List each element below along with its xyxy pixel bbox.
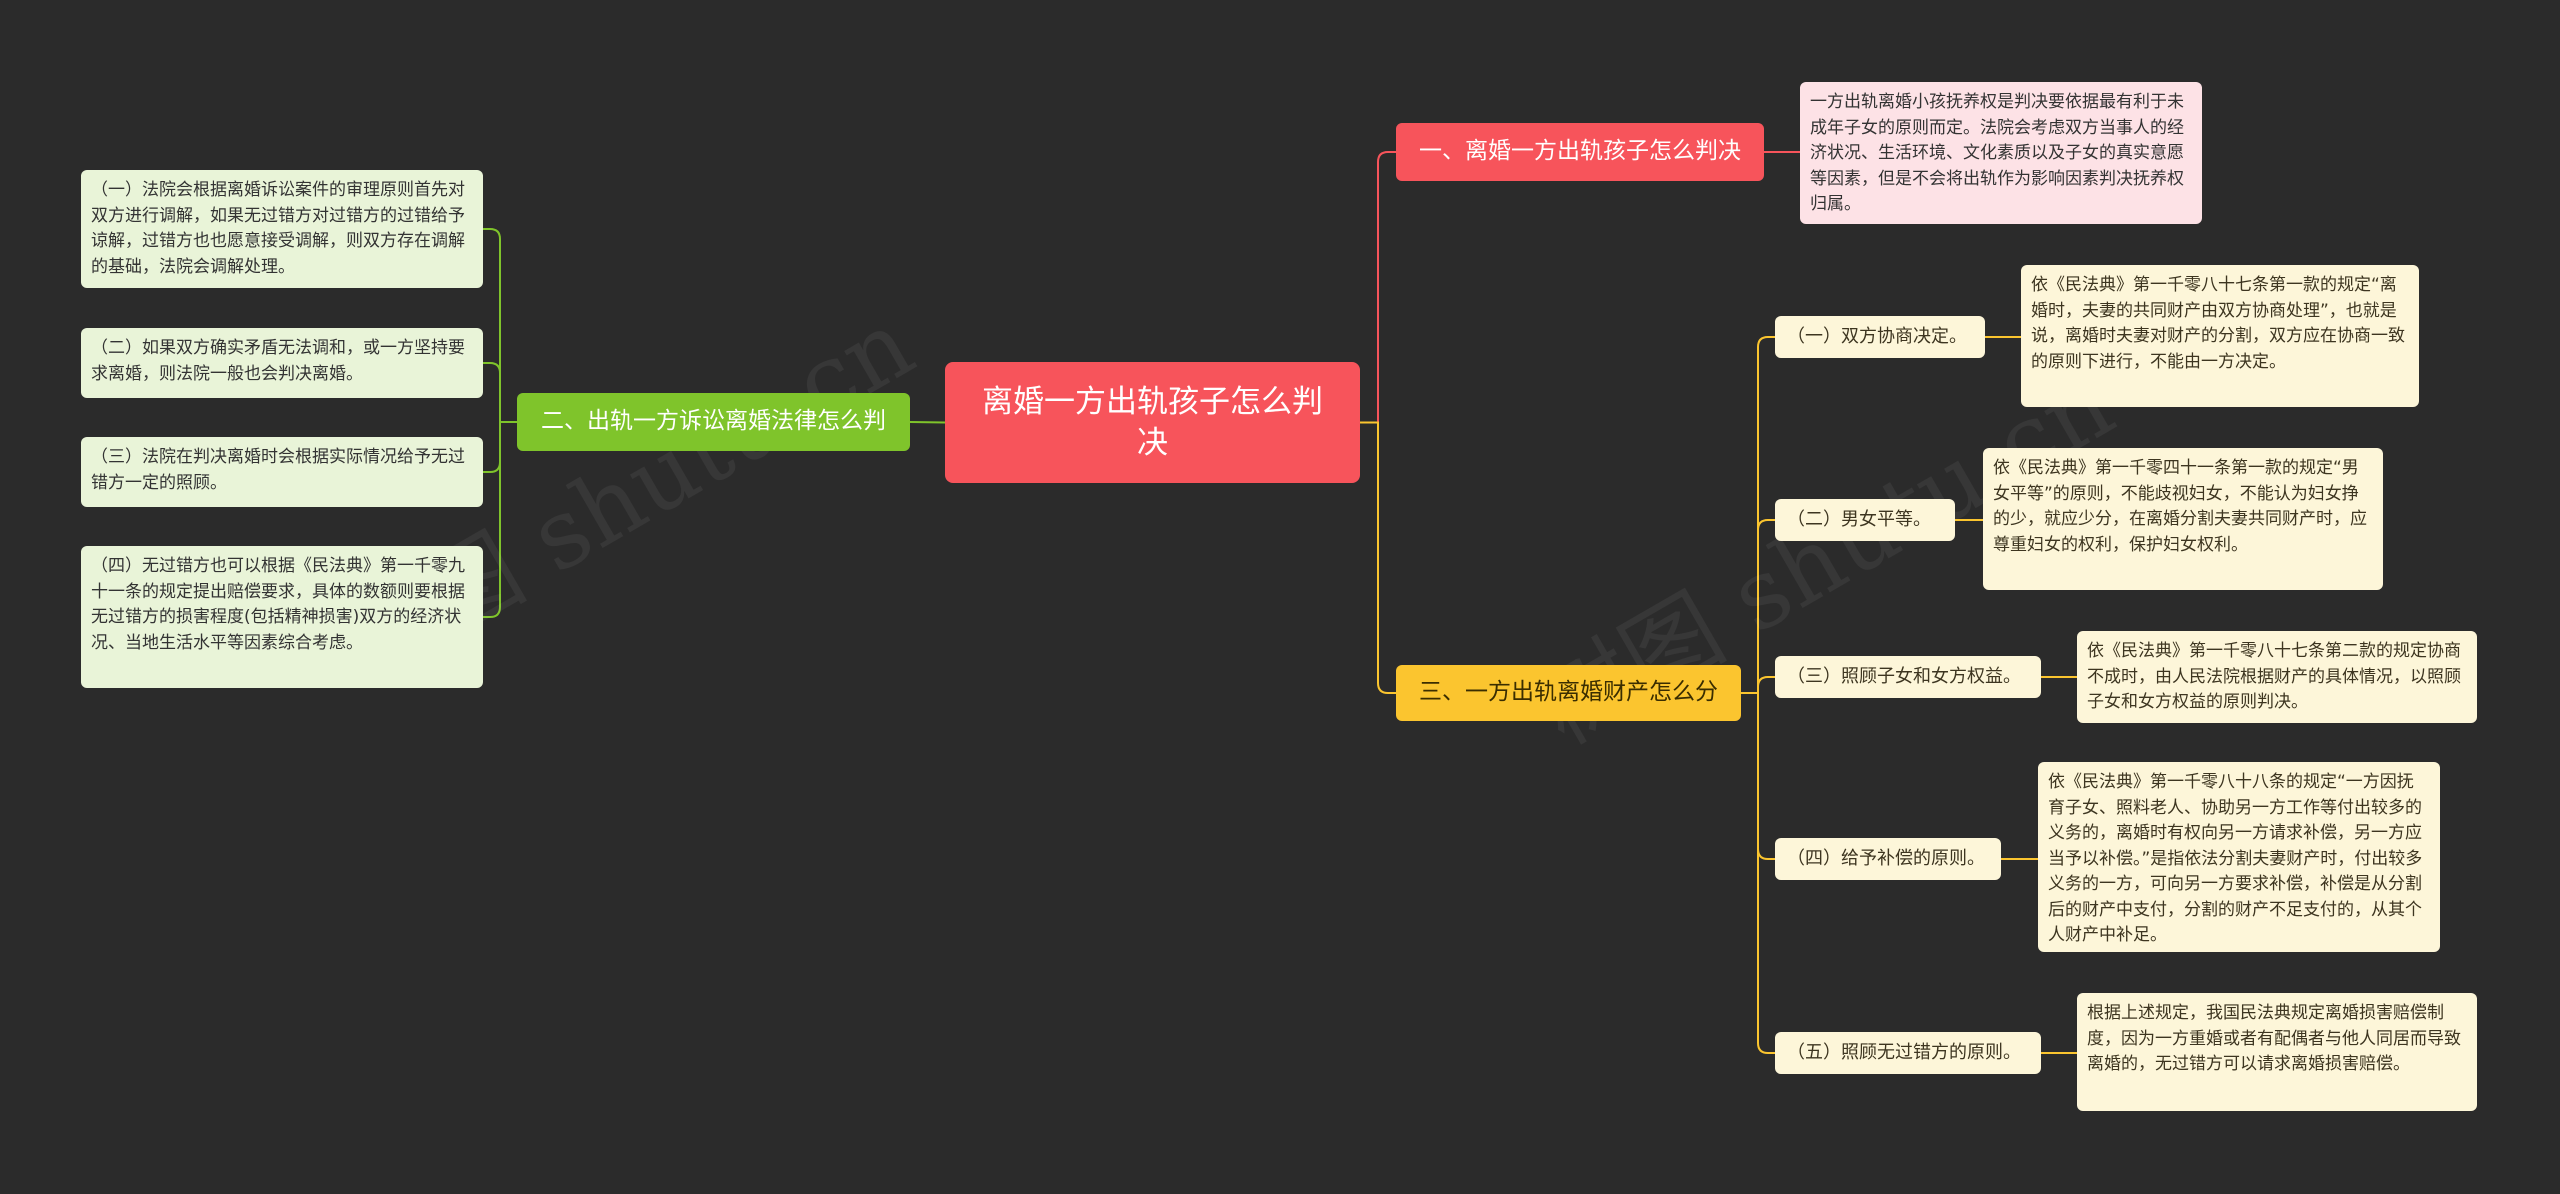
branch-3-sub-2-detail-text: 依《民法典》第一千零四十一条第一款的规定“男女平等”的原则，不能歧视妇女，不能认… [1993, 458, 2367, 555]
branch-3-sub-2-label: （二）男女平等。 [1787, 509, 1931, 531]
branch-2-item-1-text: （一）法院会根据离婚诉讼案件的审理原则首先对双方进行调解，如果无过错方对过错方的… [91, 180, 465, 277]
branch-topic-2[interactable]: 二、出轨一方诉讼离婚法律怎么判 [517, 393, 910, 451]
branch-2-item-3[interactable]: （三）法院在判决离婚时会根据实际情况给予无过错方一定的照顾。 [81, 437, 483, 507]
link-b2-item-2 [483, 362, 517, 423]
branch-3-sub-1[interactable]: （一）双方协商决定。 [1775, 316, 1985, 358]
branch-3-sub-5[interactable]: （五）照顾无过错方的原则。 [1775, 1032, 2041, 1074]
branch-3-sub-3-label: （三）照顾子女和女方权益。 [1787, 666, 2021, 688]
branch-2-item-4[interactable]: （四）无过错方也可以根据《民法典》第一千零九十一条的规定提出赔偿要求，具体的数额… [81, 546, 483, 688]
branch-3-sub-4-label: （四）给予补偿的原则。 [1787, 848, 1985, 870]
root-topic[interactable]: 离婚一方出轨孩子怎么判决 [945, 362, 1360, 483]
branch-topic-1-label: 一、离婚一方出轨孩子怎么判决 [1419, 138, 1741, 165]
link-root-b1 [1360, 151, 1396, 424]
branch-3-sub-5-detail-text: 根据上述规定，我国民法典规定离婚损害赔偿制度，因为一方重婚或者有配偶者与他人同居… [2087, 1003, 2461, 1074]
link-root-b3 [1360, 421, 1396, 694]
link-b2-item-1 [483, 228, 517, 423]
branch-3-sub-4-detail[interactable]: 依《民法典》第一千零八十八条的规定“一方因抚育子女、照料老人、协助另一方工作等付… [2038, 762, 2440, 952]
branch-3-sub-1-detail[interactable]: 依《民法典》第一千零八十七条第一款的规定“离婚时，夫妻的共同财产由双方协商处理”… [2021, 265, 2419, 407]
link-b3-sub-3 [1741, 676, 1775, 694]
branch-1-detail[interactable]: 一方出轨离婚小孩抚养权是判决要依据最有利于未成年子女的原则而定。法院会考虑双方当… [1800, 82, 2202, 224]
branch-3-sub-2-detail[interactable]: 依《民法典》第一千零四十一条第一款的规定“男女平等”的原则，不能歧视妇女，不能认… [1983, 448, 2383, 590]
branch-topic-1[interactable]: 一、离婚一方出轨孩子怎么判决 [1396, 123, 1764, 181]
root-topic-label: 离婚一方出轨孩子怎么判决 [982, 384, 1323, 461]
branch-2-item-3-text: （三）法院在判决离婚时会根据实际情况给予无过错方一定的照顾。 [91, 447, 465, 493]
link-root-b2 [909, 421, 946, 424]
branch-1-detail-text: 一方出轨离婚小孩抚养权是判决要依据最有利于未成年子女的原则而定。法院会考虑双方当… [1810, 92, 2184, 214]
branch-3-sub-2[interactable]: （二）男女平等。 [1775, 499, 1955, 541]
branch-2-item-2-text: （二）如果双方确实矛盾无法调和，或一方坚持要求离婚，则法院一般也会判决离婚。 [91, 338, 465, 384]
branch-3-sub-4-detail-text: 依《民法典》第一千零八十八条的规定“一方因抚育子女、照料老人、协助另一方工作等付… [2048, 772, 2423, 945]
link-b3-sub-5 [1741, 692, 1775, 1054]
branch-3-sub-5-detail[interactable]: 根据上述规定，我国民法典规定离婚损害赔偿制度，因为一方重婚或者有配偶者与他人同居… [2077, 993, 2477, 1111]
branch-3-sub-4[interactable]: （四）给予补偿的原则。 [1775, 838, 2001, 880]
branch-2-item-4-text: （四）无过错方也可以根据《民法典》第一千零九十一条的规定提出赔偿要求，具体的数额… [91, 556, 465, 653]
branch-topic-2-label: 二、出轨一方诉讼离婚法律怎么判 [541, 408, 886, 435]
branch-3-sub-3-detail-text: 依《民法典》第一千零八十七条第二款的规定协商不成时，由人民法院根据财产的具体情况… [2087, 641, 2461, 712]
branch-3-sub-1-detail-text: 依《民法典》第一千零八十七条第一款的规定“离婚时，夫妻的共同财产由双方协商处理”… [2031, 275, 2405, 372]
branch-topic-3-label: 三、一方出轨离婚财产怎么分 [1419, 679, 1718, 706]
link-b3-sub-2 [1741, 519, 1775, 694]
branch-2-item-1[interactable]: （一）法院会根据离婚诉讼案件的审理原则首先对双方进行调解，如果无过错方对过错方的… [81, 170, 483, 288]
branch-2-item-2[interactable]: （二）如果双方确实矛盾无法调和，或一方坚持要求离婚，则法院一般也会判决离婚。 [81, 328, 483, 398]
branch-3-sub-3[interactable]: （三）照顾子女和女方权益。 [1775, 656, 2041, 698]
branch-3-sub-3-detail[interactable]: 依《民法典》第一千零八十七条第二款的规定协商不成时，由人民法院根据财产的具体情况… [2077, 631, 2477, 723]
link-b3-sub-1 [1741, 336, 1775, 694]
branch-3-sub-1-label: （一）双方协商决定。 [1787, 326, 1967, 348]
link-b2-item-4 [483, 421, 517, 618]
branch-3-sub-5-label: （五）照顾无过错方的原则。 [1787, 1042, 2021, 1064]
branch-topic-3[interactable]: 三、一方出轨离婚财产怎么分 [1396, 665, 1741, 721]
